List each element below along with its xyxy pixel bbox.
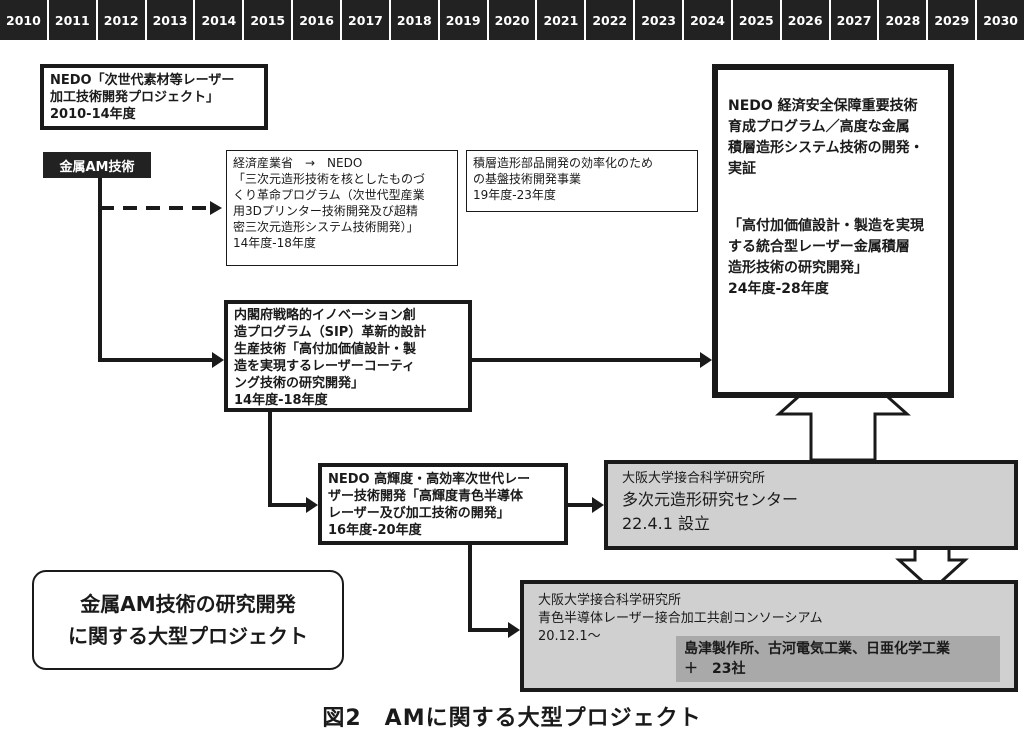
summary-label-box: 金属AM技術の研究開発 に関する大型プロジェクト [32, 570, 344, 670]
members-line: ＋ 23社 [684, 661, 746, 677]
box-text-line: 大阪大学接合科学研究所 [538, 593, 682, 608]
box-text-line: くり革命プログラム（次世代型産業 [233, 188, 425, 202]
nedo-economic-security-box: NEDO 経済安全保障重要技術 育成プログラム／高度な金属 積層造形システム技術… [712, 64, 954, 398]
box-text-line: 育成プログラム／高度な金属 [728, 119, 910, 135]
box-text-line: 実証 [728, 161, 756, 177]
figure-caption: 図2 AMに関する大型プロジェクト [322, 706, 702, 731]
box-text-line: 経済産業省 → NEDO [233, 156, 363, 170]
year-cell: 2030 [977, 0, 1024, 40]
year-cell: 2016 [293, 0, 341, 40]
nedo-blue-laser-box: NEDO 高輝度・高効率次世代レー ザー技術開発「高輝度青色半導体 レーザー及び… [318, 463, 568, 545]
year-cell: 2025 [732, 0, 780, 40]
box-text-line: 大阪大学接合科学研究所 [622, 471, 766, 486]
nedo-laser-project-box: NEDO「次世代素材等レーザー 加工技術開発プロジェクト」 2010-14年度 [40, 64, 268, 130]
arrowhead-to-security [700, 352, 712, 368]
osaka-center-box: 大阪大学接合科学研究所 多次元造形研究センター 22.4.1 設立 [604, 460, 1018, 550]
arrowhead-dashed [210, 201, 222, 215]
year-cell: 2014 [195, 0, 243, 40]
box-text-line: 24年度-28年度 [728, 281, 829, 297]
meti-nedo-program-box: 経済産業省 → NEDO 「三次元造形技術を核としたものづ くり革命プログラム（… [226, 150, 458, 266]
box-text-line: 14年度-18年度 [234, 393, 328, 408]
box-text-line: NEDO 経済安全保障重要技術 [728, 98, 918, 114]
connector-sip-to-blue [268, 412, 308, 507]
sip-program-box: 内閣府戦略的イノベーション創 造プログラム（SIP）革新的設計 生産技術「高付加… [224, 300, 472, 412]
connector-blue-to-consortium [468, 545, 510, 632]
year-cell: 2011 [48, 0, 96, 40]
year-cell: 2024 [684, 0, 731, 40]
box-text-line: 青色半導体レーザー接合加工共創コンソーシアム [538, 611, 823, 626]
box-text-line: 積層造形システム技術の開発・ [728, 140, 924, 156]
layered-manufacturing-box: 積層造形部品開発の効率化のため の基盤技術開発事業 19年度-23年度 [466, 150, 698, 212]
box-text-line: レーザー及び加工技術の開発」 [328, 506, 510, 521]
arrowhead-to-center [592, 497, 604, 513]
box-text-line: 14年度-18年度 [233, 236, 316, 250]
box-text-line: ザー技術開発「高輝度青色半導体 [328, 489, 524, 504]
consortium-members-panel: 島津製作所、古河電気工業、日亜化学工業 ＋ 23社 [676, 636, 1000, 682]
year-cell: 2015 [244, 0, 292, 40]
osaka-consortium-box: 大阪大学接合科学研究所 青色半導体レーザー接合加工共創コンソーシアム 20.12… [520, 580, 1018, 692]
summary-line: に関する大型プロジェクト [68, 624, 308, 648]
members-line: 島津製作所、古河電気工業、日亜化学工業 [684, 641, 950, 657]
box-text-line: 生産技術「高付加価値設計・製 [234, 342, 417, 357]
box-text-line: ング技術の研究開発」 [234, 376, 365, 391]
metal-am-tag: 金属AM技術 [43, 152, 151, 178]
box-text-line: 加工技術開発プロジェクト」 [50, 90, 220, 105]
year-cell: 2018 [390, 0, 438, 40]
year-cell: 2010 [0, 0, 47, 40]
year-cell: 2013 [146, 0, 194, 40]
arrowhead-to-consortium [508, 622, 520, 638]
box-text-line: 16年度-20年度 [328, 523, 422, 538]
box-text-line: 密三次元造形システム技術開発）」 [233, 220, 419, 234]
year-cell: 2023 [635, 0, 683, 40]
year-cell: 2028 [879, 0, 927, 40]
year-cell: 2027 [830, 0, 878, 40]
box-text-line: 内閣府戦略的イノベーション創 [234, 308, 416, 323]
box-text-line: 造プログラム（SIP）革新的設計 [234, 325, 427, 340]
box-text-line: 多次元造形研究センター [622, 490, 799, 509]
year-cell: 2026 [781, 0, 829, 40]
box-text-line: する統合型レーザー金属積層 [728, 239, 910, 255]
box-text-line: 22.4.1 設立 [622, 514, 710, 533]
year-cell: 2017 [342, 0, 389, 40]
arrowhead-to-sip [212, 352, 224, 368]
year-cell: 2029 [928, 0, 976, 40]
year-timeline: 2010 2011 2012 2013 2014 2015 2016 2017 … [0, 0, 1024, 40]
box-text-line: 20.12.1～ [538, 629, 601, 644]
box-text-line: 「三次元造形技術を核としたものづ [233, 172, 426, 186]
year-cell: 2022 [586, 0, 634, 40]
box-text-line: NEDO 高輝度・高効率次世代レー [328, 472, 531, 487]
box-text-line: 用3Dプリンター技術開発及び超精 [233, 204, 418, 218]
box-text-line: の基盤技術開発事業 [473, 172, 582, 186]
box-text-line: 造形技術の研究開発」 [728, 260, 868, 276]
arrowhead-to-blue [306, 497, 318, 513]
year-cell: 2019 [439, 0, 487, 40]
box-text-line: 「高付加価値設計・製造を実現 [728, 218, 924, 234]
box-text-line: 19年度-23年度 [473, 188, 556, 202]
box-text-line: 造を実現するレーザーコーティ [234, 359, 415, 374]
summary-line: 金属AM技術の研究開発 [80, 592, 296, 616]
box-text-line: NEDO「次世代素材等レーザー [50, 73, 235, 88]
year-cell: 2012 [97, 0, 145, 40]
box-text-line: 積層造形部品開発の効率化のため [473, 156, 654, 170]
connector-am-trunk [98, 178, 212, 362]
year-cell: 2021 [537, 0, 585, 40]
year-cell: 2020 [488, 0, 536, 40]
box-text-line: 2010-14年度 [50, 107, 136, 122]
